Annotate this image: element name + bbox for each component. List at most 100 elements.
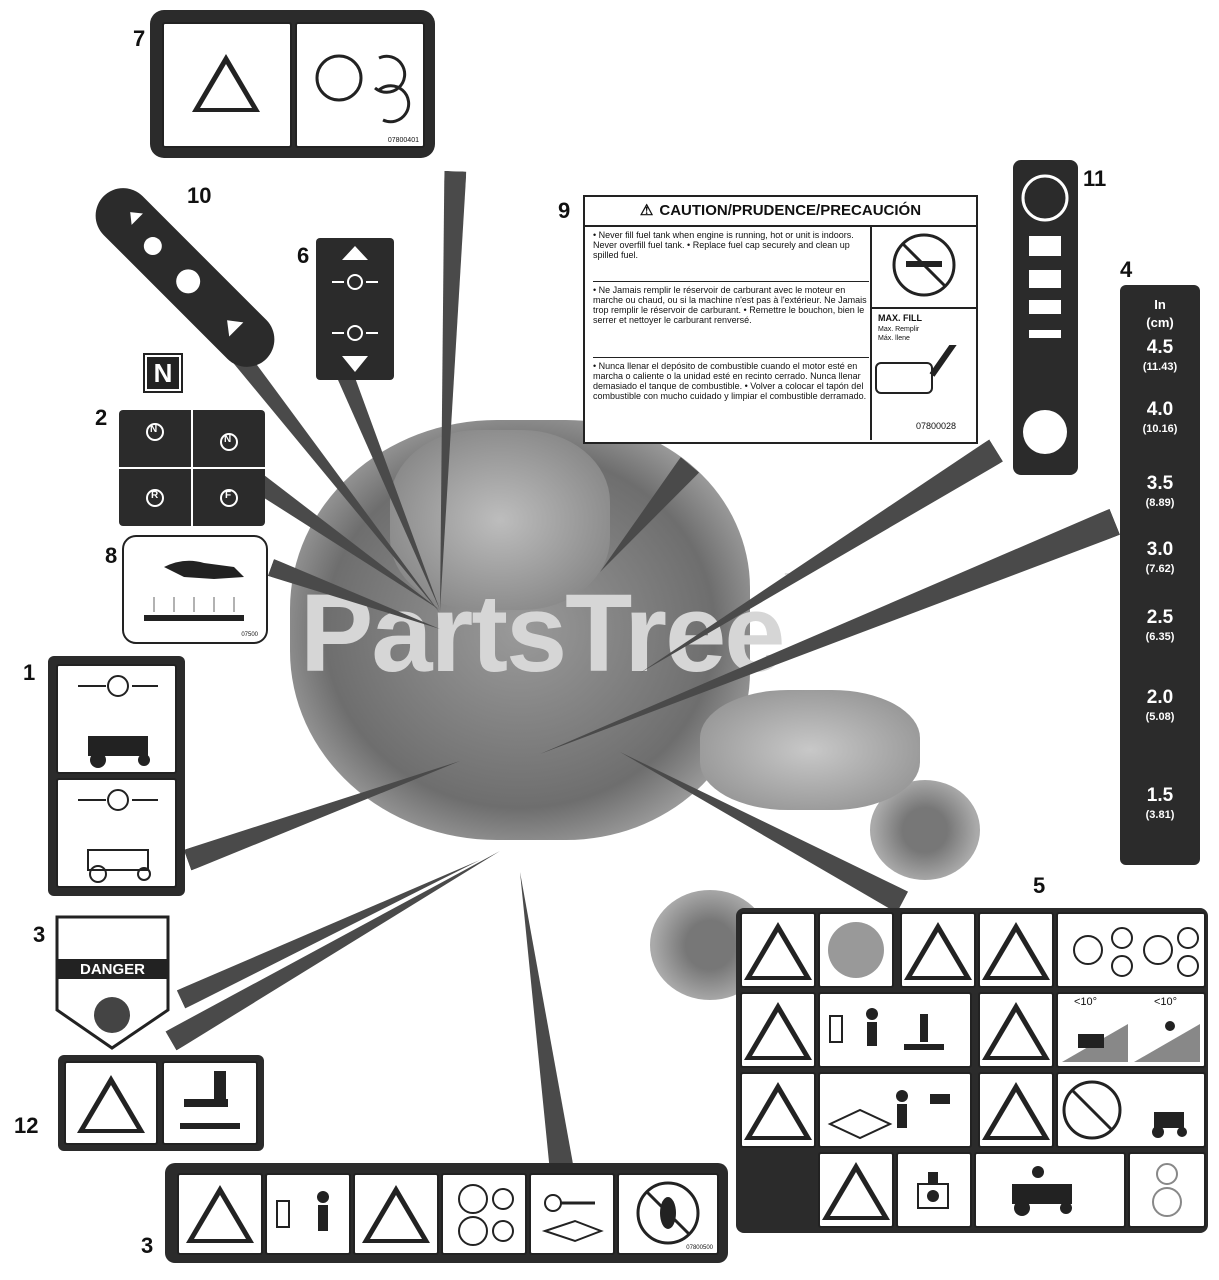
decal-5-cell-warning-2 <box>900 912 976 988</box>
scale-mark-in: 3.0 <box>1146 539 1174 560</box>
scale-mark-cm: (6.35) <box>1145 631 1175 643</box>
callout-2: 2 <box>95 405 108 430</box>
decal-7: 07800401 <box>150 10 435 158</box>
caution-text-fr: • Ne Jamais remplir le réservoir de carb… <box>593 281 869 325</box>
decal-8-part-number: 07500 <box>241 632 258 638</box>
decal-5-cell-blade-2 <box>1128 1152 1206 1228</box>
warning-triangle-icon <box>982 1002 1050 1060</box>
scale-unit-cm: (cm) <box>1146 315 1174 330</box>
scale-mark-cm: (3.81) <box>1145 809 1175 821</box>
warning-triangle-icon <box>362 1185 430 1243</box>
warning-triangle-icon <box>822 1162 890 1220</box>
decal-5-cell-blade <box>1056 912 1206 988</box>
caution-text-es: • Nunca llenar el depósito de combustibl… <box>593 357 869 401</box>
riding-mower-icon <box>78 675 158 768</box>
warning-triangle-icon <box>744 922 812 980</box>
slope-limit-1: <10° <box>1074 996 1098 1008</box>
decal-6 <box>316 238 394 380</box>
callout-6: 6 <box>297 243 310 268</box>
decal-9-caution: ⚠CAUTION/PRUDENCE/PRECAUCIÓN • Never fil… <box>583 195 978 444</box>
remove-key-icon <box>541 1194 604 1243</box>
scale-mark-in: 4.5 <box>1146 337 1174 358</box>
no-smoking-icon <box>872 233 976 309</box>
callout-1: 1 <box>23 660 36 685</box>
leader-line-3b <box>508 870 574 1170</box>
rotating-blade-icon <box>1073 927 1199 977</box>
decal-1-top-cell <box>56 664 177 774</box>
headlight-switch-icons <box>1021 174 1069 454</box>
decal-2-n-right: N <box>224 434 232 445</box>
throttle-icons <box>130 212 244 337</box>
decal-12 <box>58 1055 264 1151</box>
decal-3-cell-bystander <box>265 1173 351 1255</box>
decal-5-cell-warning-6 <box>740 1072 816 1148</box>
danger-shield-shape <box>55 915 170 1050</box>
bystander-icon <box>829 1008 944 1050</box>
warning-triangle-icon <box>904 922 972 980</box>
callout-5: 5 <box>1033 873 1046 898</box>
riding-mower-icon <box>78 789 158 883</box>
scale-mark-cm: (10.16) <box>1142 423 1178 435</box>
scale-mark-in: 1.5 <box>1146 785 1174 806</box>
leader-line-12 <box>177 851 485 1009</box>
remove-key-icon <box>917 1172 949 1209</box>
decal-2-f: F <box>225 490 232 501</box>
decal-7-warning-cell <box>162 22 292 148</box>
warning-triangle-icon <box>982 1082 1050 1140</box>
decal-5-cell-warning-8 <box>818 1152 894 1228</box>
decal-3-danger: DANGER <box>55 915 170 1050</box>
warning-triangle-icon <box>77 1075 145 1133</box>
rotating-blade-icon <box>1152 1163 1182 1217</box>
decal-5-cell-warning-3 <box>978 912 1054 988</box>
scale-mark-in: 2.5 <box>1146 607 1174 628</box>
rotating-blade-icon <box>458 1184 514 1246</box>
warning-triangle-icon <box>192 54 260 112</box>
decal-10 <box>84 176 286 379</box>
scale-mark-cm: (7.62) <box>1145 563 1175 575</box>
decal-3-danger-label: DANGER <box>79 961 145 978</box>
bystander-icon <box>276 1191 329 1231</box>
rotating-blade-icon <box>315 54 411 124</box>
caution-side-panel: MAX. FILL Max. Remplir Máx. llene 078000… <box>870 227 976 440</box>
no-foot-icon <box>636 1181 700 1245</box>
max-fill-label-fr: Max. Remplir <box>878 326 920 333</box>
decal-7-blade-cell: 07800401 <box>295 22 425 148</box>
decal-12-seat-cell <box>162 1061 258 1145</box>
caution-text-en: • Never fill fuel tank when engine is ru… <box>593 230 854 260</box>
warning-triangle-icon <box>186 1185 254 1243</box>
callout-4: 4 <box>1120 257 1133 282</box>
decal-5-cell-area <box>818 1072 972 1148</box>
scale-mark-in: 3.5 <box>1146 473 1174 494</box>
callout-10: 10 <box>187 183 212 208</box>
caution-header: ⚠CAUTION/PRUDENCE/PRECAUCIÓN <box>585 197 976 227</box>
slope-icon <box>1062 1021 1200 1062</box>
decal-5-cell-warning-5 <box>978 992 1054 1068</box>
fuel-can-icon <box>875 345 957 394</box>
decal-5-cell-warning-7 <box>978 1072 1054 1148</box>
mower-seat <box>390 430 610 610</box>
scale-unit-in: In <box>1154 297 1166 312</box>
max-fill-label: MAX. FILL <box>878 313 922 323</box>
warning-triangle-icon <box>982 922 1050 980</box>
decal-3-cell-key <box>529 1173 615 1255</box>
decal-11 <box>1013 160 1078 475</box>
decal-3-cell-warning <box>177 1173 263 1255</box>
max-fill-label-es: Máx. llene <box>878 335 910 342</box>
decal-n: N <box>143 353 183 393</box>
decal-3-part-number: 07800500 <box>686 1245 713 1251</box>
clear-area-icon <box>827 1090 950 1140</box>
decal-8: 07500 <box>122 535 268 644</box>
decal-1-bottom-cell <box>56 778 177 888</box>
decal-5-safety-panel: <10° <10° <box>736 908 1208 1233</box>
decal-7-part-number: 07800401 <box>387 137 419 144</box>
warning-triangle-icon <box>744 1002 812 1060</box>
scale-mark-cm: (5.08) <box>1145 711 1175 723</box>
decal-5-cell-warning-4 <box>740 992 816 1068</box>
decal-3-cell-blade <box>441 1173 527 1255</box>
decal-2-r: R <box>151 490 159 501</box>
no-passenger-icon <box>1062 1080 1187 1140</box>
hand-hot-surface-icon <box>144 560 244 621</box>
shift-pattern-icons <box>119 410 265 526</box>
decal-5-cell-key <box>896 1152 972 1228</box>
callout-11: 11 <box>1083 166 1107 191</box>
